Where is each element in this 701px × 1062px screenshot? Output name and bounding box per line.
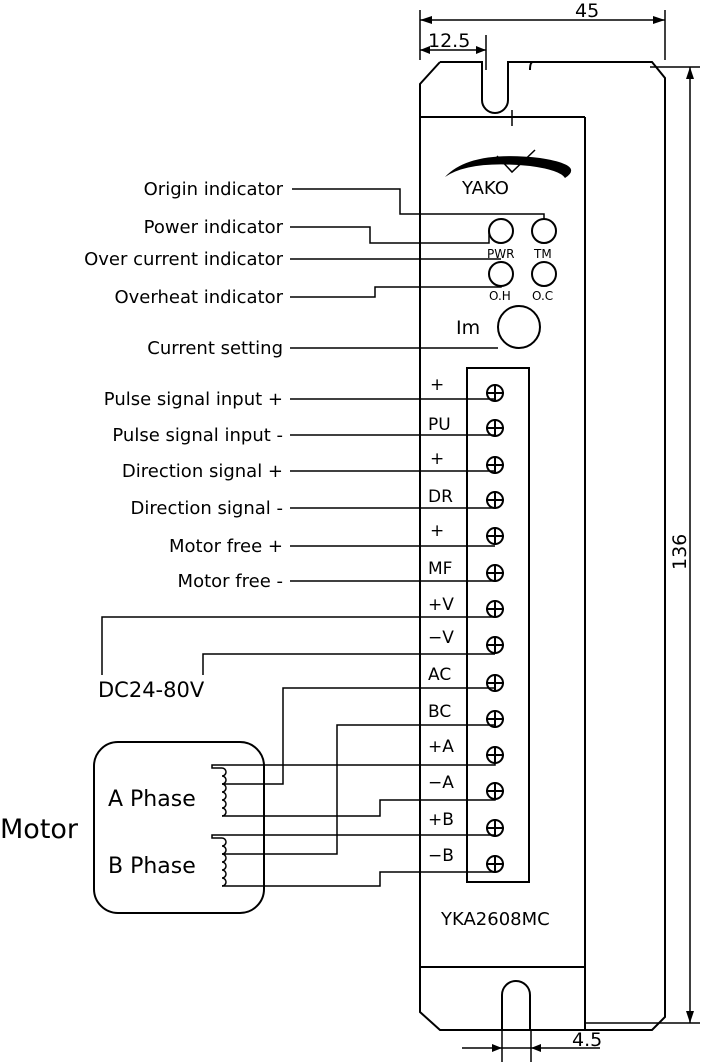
motor: Motor A Phase B Phase: [0, 687, 496, 914]
brand-logo-text: YAKO: [461, 178, 509, 199]
brand-logo: YAKO: [445, 149, 572, 199]
callout-direction-plus: Direction signal +: [122, 461, 283, 482]
dim-width-total: 45: [575, 0, 599, 22]
phase-b-label: B Phase: [108, 854, 196, 879]
overheat-indicator-led: [488, 261, 514, 287]
terminal-block: [466, 367, 530, 883]
dimension-lines: 45 12.5 136 4.5: [419, 0, 700, 1062]
model-label: YKA2608MC: [440, 909, 550, 930]
oh-label: O.H: [489, 289, 511, 303]
terminal-label: +: [430, 375, 444, 395]
current-setting-knob: [497, 305, 541, 349]
terminal-label: +: [430, 521, 444, 541]
tm-label: TM: [533, 247, 552, 261]
origin-indicator-led: [531, 218, 557, 244]
callout-direction-minus: Direction signal -: [131, 498, 284, 519]
terminal-label: +V: [428, 595, 454, 615]
terminal-label: −A: [428, 773, 454, 793]
callout-motor-free-plus: Motor free +: [169, 536, 283, 557]
coil-b: [221, 837, 227, 887]
terminal-label: DR: [428, 487, 453, 507]
callout-labels: Origin indicator Power indicator Over cu…: [84, 179, 284, 592]
current-knob-label: Im: [456, 317, 480, 339]
terminal-label: BC: [428, 702, 451, 722]
terminal-label: MF: [428, 559, 452, 579]
motor-label: Motor: [0, 814, 79, 845]
dim-height-total: 136: [669, 534, 691, 570]
dim-width-offset: 12.5: [428, 30, 470, 52]
callout-lines: [290, 188, 545, 582]
power-supply-wiring: DC24-80V: [98, 616, 495, 702]
callout-origin-indicator: Origin indicator: [144, 179, 284, 200]
callout-motor-free-minus: Motor free -: [178, 571, 283, 592]
terminal-label: −B: [428, 846, 454, 866]
callout-pulse-plus: Pulse signal input +: [104, 389, 283, 410]
terminal-label: PU: [428, 415, 451, 435]
oc-label: O.C: [532, 289, 553, 303]
callout-overheat-indicator: Overheat indicator: [114, 287, 283, 308]
terminal-label: +A: [428, 737, 454, 757]
terminal-label: +B: [428, 810, 454, 830]
callout-current-setting: Current setting: [147, 338, 283, 359]
power-indicator-led: [488, 218, 514, 244]
callout-power-indicator: Power indicator: [144, 217, 284, 238]
driver-body: [419, 61, 666, 1031]
phase-a-label: A Phase: [108, 787, 196, 812]
pwr-label: PWR: [487, 247, 514, 261]
dim-hole-offset: 4.5: [572, 1029, 602, 1051]
terminal-label: −V: [428, 628, 454, 648]
callout-pulse-minus: Pulse signal input -: [112, 425, 283, 446]
power-supply-label: DC24-80V: [98, 678, 205, 702]
terminal-label: +: [430, 449, 444, 469]
coil-a: [221, 767, 227, 817]
terminal-label: AC: [428, 665, 451, 685]
terminal-labels: + PU + DR + MF +V −V AC BC +A −A +B −B: [428, 375, 454, 866]
motor-outline: [93, 741, 265, 914]
overcurrent-indicator-led: [531, 261, 557, 287]
indicator-panel: PWR TM O.H O.C Im: [456, 218, 557, 349]
callout-over-current-indicator: Over current indicator: [84, 249, 284, 270]
